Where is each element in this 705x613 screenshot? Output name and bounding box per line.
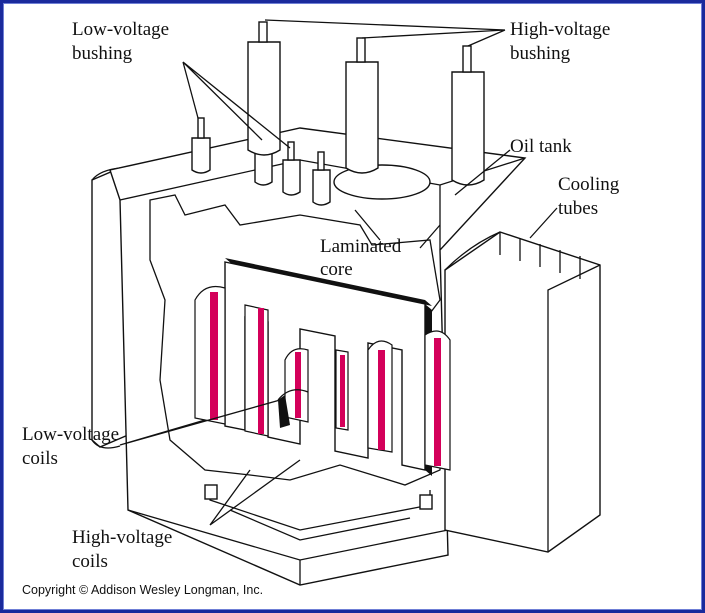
label-low-voltage-bushing-line2: bushing <box>72 43 133 64</box>
label-low-voltage-coils-line2: coils <box>22 448 58 469</box>
label-laminated-core-line1: Laminated <box>320 236 402 257</box>
label-high-voltage-coils-line1: High-voltage <box>72 527 172 548</box>
cover-plate <box>333 164 431 200</box>
copyright-notice: Copyright © Addison Wesley Longman, Inc. <box>22 583 263 597</box>
label-oil-tank: Oil tank <box>510 136 572 157</box>
label-high-voltage-coils-line2: coils <box>72 551 108 572</box>
right-cooling-tubes <box>444 231 601 553</box>
label-laminated-core-line2: core <box>320 259 353 280</box>
label-high-voltage-bushing-line1: High-voltage <box>510 19 610 40</box>
high-voltage-bushings <box>247 21 485 186</box>
label-high-voltage-bushing-line2: bushing <box>510 43 571 64</box>
tank-base <box>204 484 433 541</box>
label-low-voltage-coils-line1: Low-voltage <box>22 424 119 445</box>
leader-lines <box>119 19 558 526</box>
label-cooling-tubes-line2: tubes <box>558 198 598 219</box>
windings <box>194 285 451 471</box>
label-cooling-tubes-line1: Cooling <box>558 174 620 195</box>
label-low-voltage-bushing-line1: Low-voltage <box>72 19 169 40</box>
